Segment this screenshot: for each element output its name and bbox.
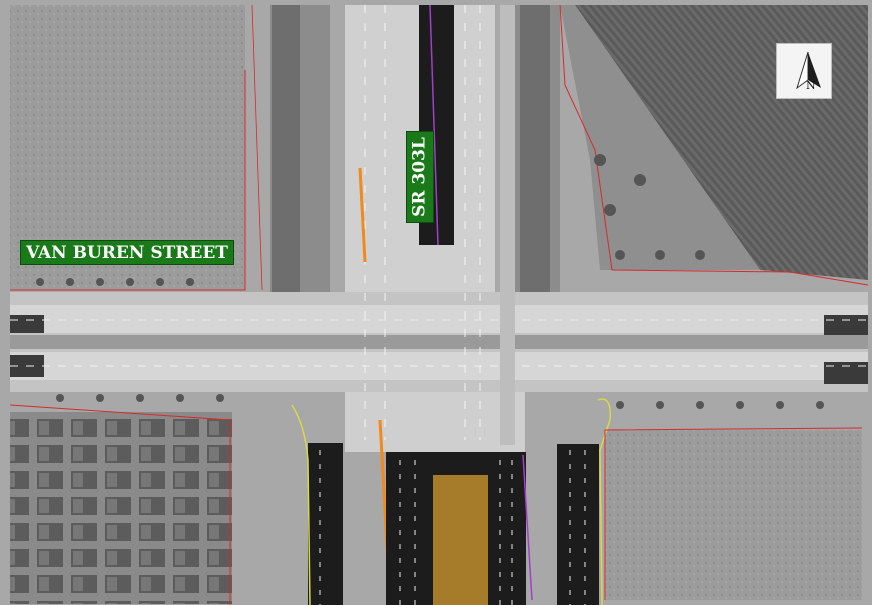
highway-label-text: SR 303L <box>409 137 430 217</box>
north-arrow-graphic <box>796 51 821 90</box>
highway-label-sr303l: SR 303L <box>406 131 434 223</box>
north-arrow-icon: N <box>776 43 832 99</box>
north-letter: N <box>806 79 816 92</box>
street-label-van-buren: VAN BUREN STREET <box>20 240 234 265</box>
